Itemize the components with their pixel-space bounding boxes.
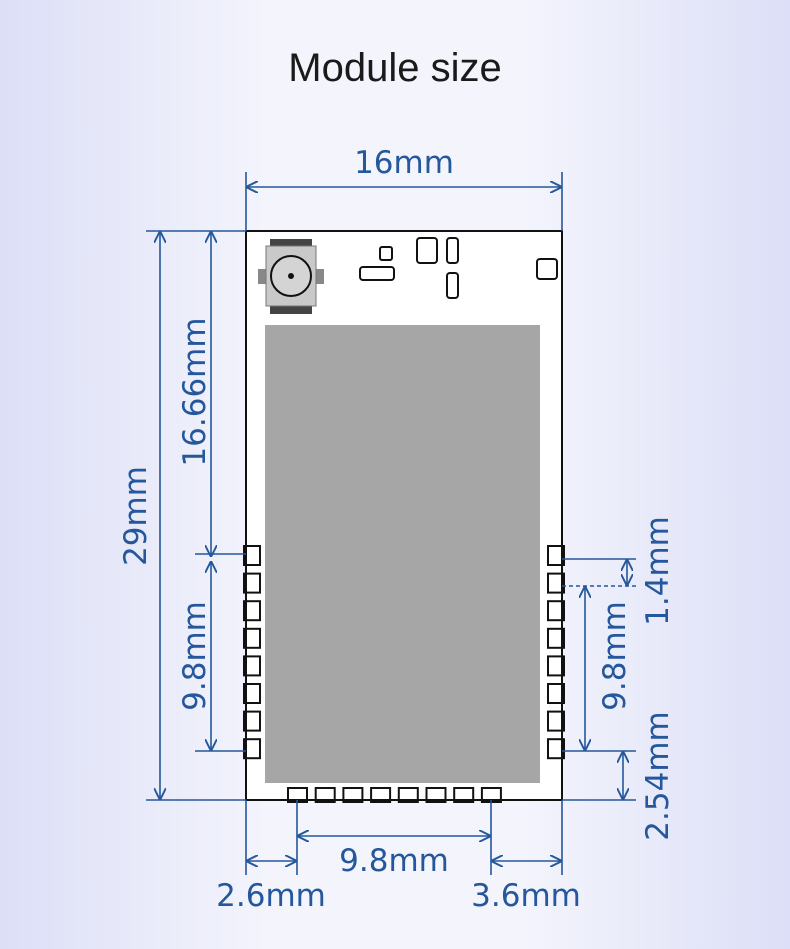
right-pad bbox=[547, 655, 565, 677]
antenna-section-label: 16.66mm bbox=[177, 317, 213, 466]
bottom-pad-offset-label: 2.54mm bbox=[640, 711, 676, 840]
left-pad bbox=[243, 655, 261, 677]
left-pad bbox=[243, 600, 261, 622]
left-pad bbox=[243, 710, 261, 732]
dimension-lines bbox=[146, 172, 636, 875]
bottom-pad-span-label: 9.8mm bbox=[339, 843, 449, 879]
bottom-pad bbox=[342, 787, 364, 803]
page-title: Module size bbox=[288, 46, 502, 90]
left-pad bbox=[243, 627, 261, 649]
pads bbox=[243, 231, 565, 803]
height-label: 29mm bbox=[118, 466, 154, 566]
left-pad bbox=[243, 545, 261, 566]
bottom-pad bbox=[314, 787, 336, 803]
right-pad bbox=[547, 627, 565, 649]
right-pad bbox=[547, 683, 565, 704]
right-pad bbox=[547, 738, 565, 760]
right-margin-label: 3.6mm bbox=[471, 878, 581, 914]
bottom-pad bbox=[397, 787, 419, 803]
bottom-pad bbox=[453, 787, 475, 803]
right-pad-span-label: 9.8mm bbox=[597, 601, 633, 711]
left-margin-label: 2.6mm bbox=[216, 878, 326, 914]
left-pad-span-label: 9.8mm bbox=[177, 601, 213, 711]
right-pad bbox=[547, 572, 565, 594]
width-label: 16mm bbox=[354, 145, 454, 181]
right-pad-offset-label: 1.4mm bbox=[640, 516, 676, 626]
smd-components bbox=[359, 237, 558, 299]
bottom-pad bbox=[425, 787, 447, 803]
right-pad bbox=[547, 600, 565, 622]
right-pad bbox=[547, 545, 565, 566]
bottom-pad bbox=[370, 787, 392, 803]
antenna-connector-icon bbox=[258, 239, 324, 314]
shield-can bbox=[265, 325, 540, 783]
left-pad bbox=[243, 572, 261, 594]
left-pad bbox=[243, 683, 261, 704]
right-pad bbox=[547, 710, 565, 732]
left-pad bbox=[243, 738, 261, 760]
